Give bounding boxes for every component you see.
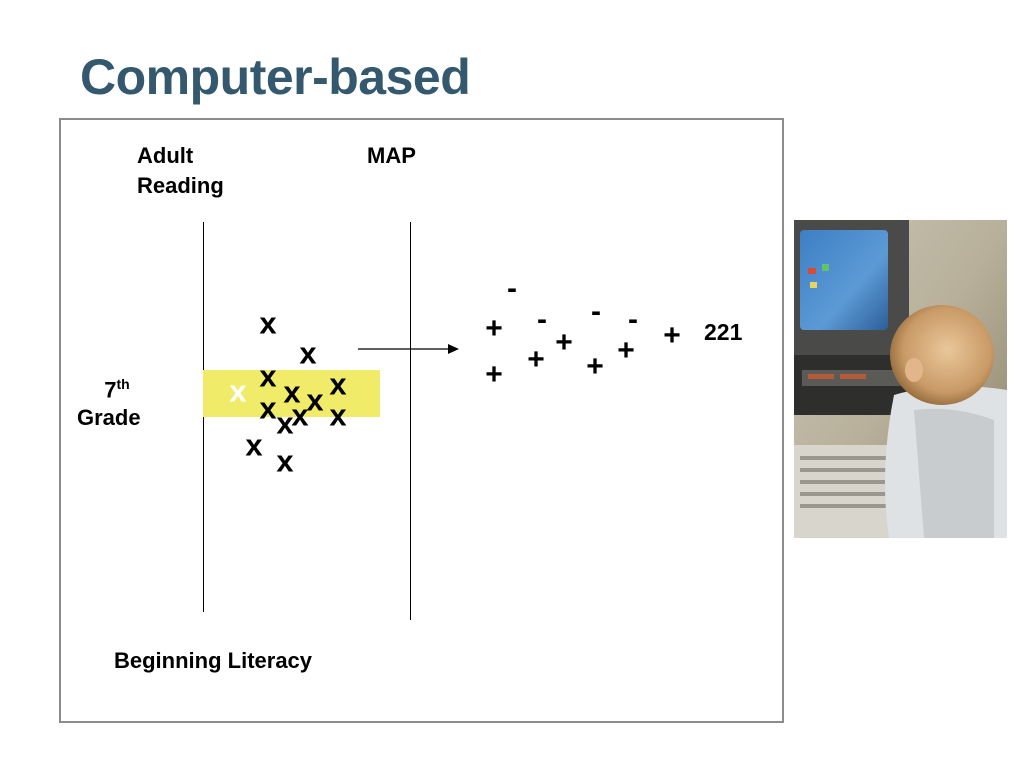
x-mark: x bbox=[329, 397, 347, 433]
x-mark: x bbox=[259, 390, 277, 426]
x-mark: x bbox=[245, 427, 263, 463]
x-mark: x bbox=[276, 443, 294, 479]
plus-mark: + bbox=[527, 343, 545, 376]
grade-word: Grade bbox=[77, 405, 141, 431]
child-ear bbox=[905, 358, 923, 382]
grade-suffix: th bbox=[116, 376, 130, 392]
x-mark: x bbox=[329, 366, 347, 402]
minus-mark: - bbox=[591, 295, 601, 328]
x-mark: x bbox=[291, 397, 309, 433]
diagram-frame bbox=[59, 118, 784, 723]
beginning-literacy-label: Beginning Literacy bbox=[114, 648, 313, 673]
grade-band bbox=[203, 370, 380, 417]
minus-mark: - bbox=[537, 303, 547, 336]
minus-mark: - bbox=[507, 272, 517, 305]
plus-mark: + bbox=[617, 334, 635, 367]
x-mark: x bbox=[283, 374, 301, 410]
score-label: 221 bbox=[704, 319, 743, 345]
x-mark: x bbox=[299, 335, 317, 371]
adult-reading-line2: Reading bbox=[137, 173, 224, 198]
plus-mark: + bbox=[485, 312, 503, 345]
screen-icon-green bbox=[822, 264, 829, 271]
keyboard-keys bbox=[800, 456, 910, 508]
child-at-computer-photo bbox=[794, 220, 1007, 538]
x-mark: x bbox=[276, 405, 294, 441]
plus-mark: + bbox=[663, 319, 681, 352]
adult-reading-scale-line bbox=[203, 222, 204, 612]
drive-slot bbox=[808, 374, 834, 379]
plus-mark: + bbox=[586, 350, 604, 383]
x-mark: x bbox=[306, 382, 324, 418]
photo-illustration bbox=[794, 220, 1007, 538]
drive-slot bbox=[840, 374, 866, 379]
minus-mark: - bbox=[628, 303, 638, 336]
grade-number: 7 bbox=[104, 377, 117, 403]
monitor-screen bbox=[800, 230, 888, 330]
adult-reading-label: Adult Reading bbox=[137, 141, 224, 201]
map-label: MAP bbox=[367, 143, 416, 168]
x-mark: x bbox=[259, 358, 277, 394]
screen-icon-red bbox=[808, 268, 816, 274]
plus-mark: + bbox=[485, 358, 503, 391]
grade-ordinal: 7th bbox=[77, 370, 157, 404]
child-head bbox=[890, 305, 994, 405]
child-body-shadow bbox=[914, 408, 994, 538]
arrow-head bbox=[448, 344, 459, 354]
map-scale-line bbox=[410, 222, 411, 620]
slide-title: Computer-based bbox=[80, 49, 471, 105]
x-mark-highlighted: x bbox=[229, 373, 247, 409]
x-mark: x bbox=[259, 305, 277, 341]
adult-reading-line1: Adult bbox=[137, 143, 194, 168]
grade-label: 7th Grade bbox=[77, 370, 157, 432]
screen-icon-yellow bbox=[810, 282, 817, 288]
plus-mark: + bbox=[555, 326, 573, 359]
